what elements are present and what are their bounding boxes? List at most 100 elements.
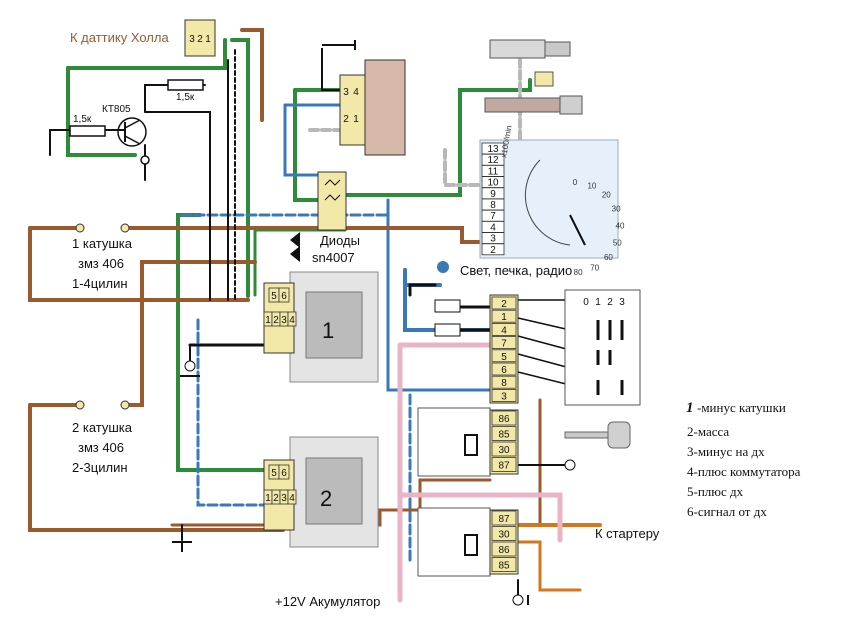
key-blade bbox=[564, 431, 611, 439]
coil-2-model: змз 406 bbox=[78, 440, 124, 455]
temp-sensor bbox=[484, 71, 583, 115]
switch-position-label: 0 bbox=[583, 297, 589, 308]
starter-label: К стартеру bbox=[595, 526, 660, 541]
module-pin-label: 4 bbox=[289, 315, 295, 326]
module-pin-label: 6 bbox=[281, 291, 287, 302]
relay-pin-label: 86 bbox=[498, 414, 510, 425]
ignition-pin bbox=[491, 388, 517, 402]
tacho-scale-label: 80 bbox=[574, 268, 583, 277]
ignition-pin bbox=[491, 309, 517, 323]
ignition-pin bbox=[491, 362, 517, 376]
wire-brown-tacho bbox=[343, 226, 492, 244]
wire-ign-5 bbox=[517, 371, 571, 386]
relay-pin bbox=[491, 441, 517, 457]
coil-1-title: 1 катушка bbox=[72, 236, 133, 251]
transistor: КТ805 1,5к 1,5к bbox=[69, 79, 204, 165]
hall-pin-label: 2 bbox=[197, 34, 203, 45]
relay-pin bbox=[491, 541, 517, 557]
module-pin bbox=[278, 464, 290, 480]
switch-position-label: 1 bbox=[595, 297, 601, 308]
relay-pin bbox=[491, 510, 517, 526]
module-pin-label: 5 bbox=[271, 291, 277, 302]
module-pin-label: 1 bbox=[265, 315, 271, 326]
coil-1-cylinders: 1-4цилин bbox=[72, 276, 128, 291]
wire-blue-light bbox=[403, 268, 442, 287]
ignition-pin bbox=[491, 296, 517, 310]
module-pin-label: 1 bbox=[265, 493, 271, 504]
coil-1-terminal-a bbox=[75, 223, 85, 233]
sensor-body bbox=[484, 97, 561, 113]
diodes-model: sn4007 bbox=[312, 250, 355, 265]
diode-symbol bbox=[290, 232, 300, 248]
relay-pin bbox=[491, 526, 517, 541]
legend-number: 1 bbox=[686, 400, 694, 416]
module-1-face bbox=[305, 291, 363, 359]
tacho-pin-label: 8 bbox=[490, 200, 496, 211]
tacho-scale-label: 10 bbox=[587, 181, 596, 190]
tacho-scale-label: 20 bbox=[602, 191, 611, 200]
ignition-pin-label: 3 bbox=[501, 391, 507, 402]
ignition-pin bbox=[491, 322, 517, 336]
module-pin-label: 2 bbox=[273, 315, 279, 326]
tacho-needle bbox=[569, 214, 586, 246]
ignition-pin-label: 4 bbox=[501, 325, 507, 336]
tacho-scale-label: 30 bbox=[612, 205, 621, 214]
transistor-collector bbox=[124, 119, 141, 129]
tacho-scale-label: 0 bbox=[573, 178, 578, 187]
wires bbox=[28, 28, 602, 603]
lights-circuit: Свет, печка, радио bbox=[434, 261, 572, 337]
tacho-pin bbox=[481, 243, 505, 256]
hall-pin-label: 1 bbox=[205, 34, 211, 45]
hall-pin-label: 3 bbox=[189, 34, 195, 45]
wire-orange-bottom bbox=[516, 540, 582, 592]
wire-pink-relay bbox=[397, 492, 563, 543]
diode-connector-mark bbox=[324, 194, 341, 201]
wire-green-hall bbox=[230, 38, 250, 298]
sensor-connector bbox=[534, 71, 554, 87]
wire-green-conn bbox=[293, 88, 327, 202]
legend-item-4: 4-плюс коммутатора bbox=[687, 464, 801, 479]
wire-green-sensor bbox=[343, 78, 532, 197]
tacho-arc bbox=[524, 159, 571, 246]
ignition-pin-label: 2 bbox=[501, 299, 507, 310]
coil-2-cylinders: 2-3цилин bbox=[72, 460, 128, 475]
coil-2-terminal-a bbox=[75, 400, 85, 410]
wire-ign-3 bbox=[517, 335, 571, 351]
ignition-pin-label: 5 bbox=[501, 352, 507, 363]
connector-pin-label: 3 bbox=[343, 87, 349, 98]
wire-green-module2 bbox=[176, 223, 285, 472]
tacho-pin-label: 9 bbox=[490, 189, 496, 200]
hall-connector: 3 2 1 К даттику Холла bbox=[70, 19, 216, 57]
legend-item-2: 2-масса bbox=[687, 424, 729, 439]
resistor-2-label: 1,5к bbox=[176, 92, 195, 103]
module-pin bbox=[287, 311, 297, 327]
relay-2-housing bbox=[417, 507, 491, 577]
wire-brown-coil2-b bbox=[128, 260, 257, 407]
legend-item-1: -минус катушки bbox=[697, 400, 786, 415]
light-label: Свет, печка, радио bbox=[460, 263, 572, 278]
relay-1-housing bbox=[417, 407, 491, 477]
tacho-pin-label: 3 bbox=[490, 234, 496, 245]
key-icon bbox=[564, 421, 631, 449]
connector-pin-label: 2 bbox=[343, 114, 349, 125]
tacho-pin-label: 2 bbox=[490, 245, 496, 256]
module-2-number: 2 bbox=[320, 486, 332, 511]
wire-ign-4 bbox=[517, 353, 571, 369]
switch-position-label: 2 bbox=[607, 297, 613, 308]
switch-position-label: 3 bbox=[619, 297, 625, 308]
legend-item-5: 5-плюс дх bbox=[687, 484, 744, 499]
transistor-terminal bbox=[140, 155, 150, 165]
relay-pin-label: 87 bbox=[498, 514, 510, 525]
main-connector: 3 4 2 1 bbox=[339, 59, 406, 156]
connector-pin-label: 1 bbox=[353, 114, 359, 125]
sensor-tip bbox=[559, 95, 583, 115]
tacho-scale-label: 50 bbox=[613, 238, 622, 247]
